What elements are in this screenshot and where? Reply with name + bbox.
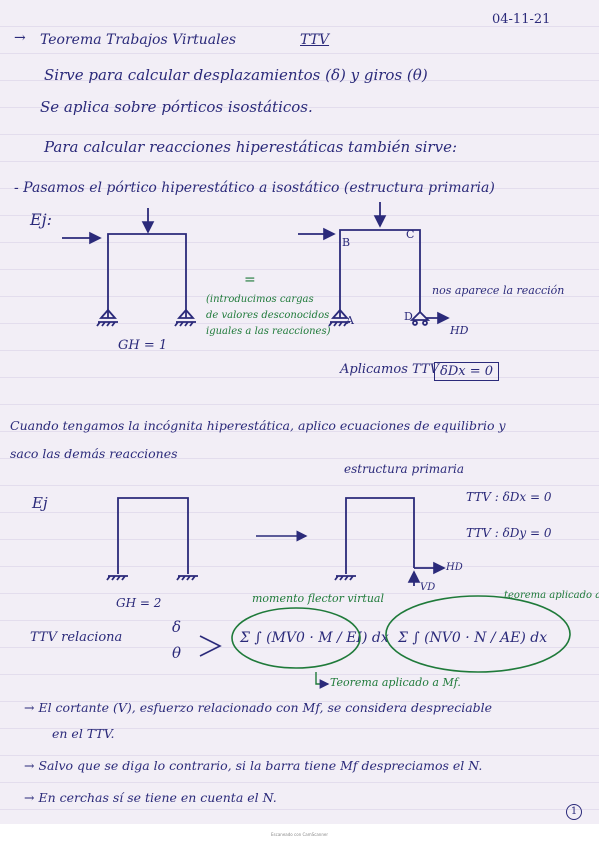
annotation-theorem-mf: Teorema aplicado a Mf. bbox=[330, 676, 461, 689]
reaction-vd-label-2: VD bbox=[420, 582, 436, 593]
ruled-lines bbox=[0, 0, 599, 824]
annotation-mf-arrow bbox=[315, 672, 330, 689]
text-line-1: Sirve para calcular desplazamientos (δ) … bbox=[44, 66, 428, 84]
frame-primary-1 bbox=[298, 202, 450, 327]
page-title-abbr: TTV bbox=[300, 32, 330, 48]
ttv-dy-box: TTV : δDy = 0 bbox=[466, 526, 552, 540]
page-number: 1 bbox=[566, 804, 582, 820]
notebook-page: 04-11-21 → Teorema Trabajos Virtuales TT… bbox=[0, 0, 599, 824]
note-2: → Salvo que se diga lo contrario, si la … bbox=[24, 758, 483, 773]
gh-1-label: GH = 1 bbox=[118, 338, 168, 353]
green-note-line-2: de valores desconocidos bbox=[206, 310, 330, 321]
bullet-arrow: → bbox=[14, 30, 26, 46]
apply-ttv-text: Aplicamos TTV bbox=[340, 362, 439, 377]
delta-dx-box: δDx = 0 bbox=[434, 362, 500, 381]
text-line-3: Para calcular reacciones hiperestáticas … bbox=[44, 138, 458, 156]
equals-sign: = bbox=[244, 272, 256, 288]
page-date: 04-11-21 bbox=[492, 12, 551, 27]
note-1a: → El cortante (V), esfuerzo relacionado … bbox=[24, 700, 493, 715]
ttv-dx-box: TTV : δDx = 0 bbox=[466, 490, 552, 504]
green-note-line-1: (introducimos cargas bbox=[206, 294, 314, 305]
green-note: (introducimos cargas de valores desconoc… bbox=[206, 292, 331, 340]
node-label-d: D bbox=[404, 310, 413, 323]
footer-text: Escaneado con CamScanner bbox=[271, 832, 328, 837]
reaction-note: nos aparece la reacción bbox=[432, 284, 565, 297]
formula-moment-term: Σ ∫ (MV0 · M / EI) dx bbox=[240, 630, 389, 646]
frame-primary-2 bbox=[334, 497, 446, 586]
text-line-2: Se aplica sobre pórticos isostáticos. bbox=[40, 98, 313, 116]
reaction-hd-label: HD bbox=[450, 324, 469, 337]
text-line-6: saco las demás reacciones bbox=[10, 446, 178, 461]
node-label-a: A bbox=[346, 314, 354, 327]
text-line-5: Cuando tengamos la incógnita hiperestáti… bbox=[10, 418, 506, 433]
gh-2-label: GH = 2 bbox=[116, 596, 162, 610]
reaction-hd-label-2: HD bbox=[446, 562, 463, 573]
primary-structure-label: estructura primaria bbox=[344, 462, 465, 476]
formula-ellipse-left bbox=[231, 607, 361, 669]
green-note-line-3: iguales a las reacciones) bbox=[206, 326, 331, 337]
ttv-relates-text: TTV relaciona bbox=[30, 630, 123, 645]
node-label-b: B bbox=[342, 236, 351, 249]
scan-footer: Escaneado con CamScanner bbox=[0, 824, 599, 848]
annotation-moment: momento flector virtual bbox=[252, 592, 384, 605]
annotation-theorem-n: teorema aplicado a N bbox=[504, 590, 599, 601]
theta-symbol: θ bbox=[172, 644, 182, 662]
formula-axial-term: Σ ∫ (NV0 · N / AE) dx bbox=[398, 630, 548, 646]
relation-bracket bbox=[199, 635, 222, 657]
example-label-2: Ej bbox=[32, 494, 48, 512]
frame-hyperstatic-1 bbox=[62, 208, 196, 327]
node-label-c: C bbox=[406, 228, 415, 241]
sketches-layer bbox=[62, 202, 571, 689]
delta-symbol: δ bbox=[172, 618, 182, 636]
example-label-1: Ej: bbox=[30, 210, 53, 229]
note-1b: en el TTV. bbox=[52, 726, 115, 741]
text-line-4: - Pasamos el pórtico hiperestático a iso… bbox=[14, 180, 495, 196]
formula-ellipse-right bbox=[385, 595, 571, 673]
frame-hyperstatic-2 bbox=[106, 497, 198, 581]
note-3: → En cerchas sí se tiene en cuenta el N. bbox=[24, 790, 277, 805]
page-title: Teorema Trabajos Virtuales bbox=[40, 32, 237, 48]
